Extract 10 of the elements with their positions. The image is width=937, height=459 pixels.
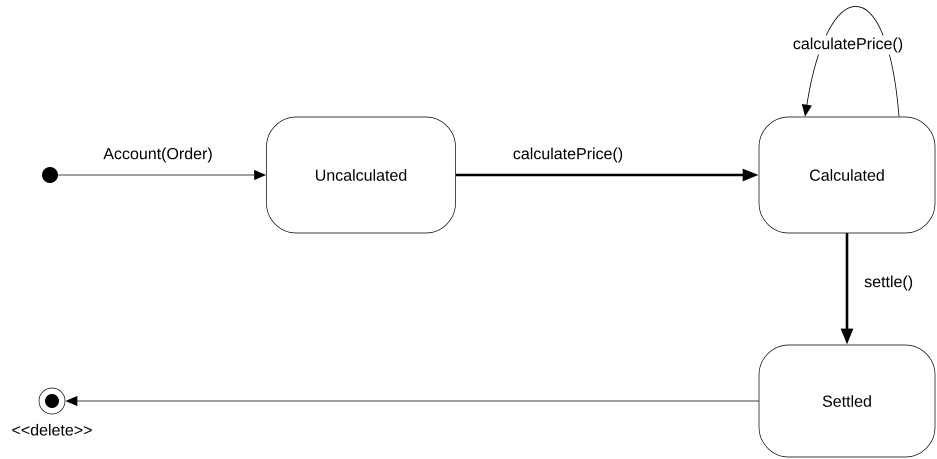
state-box: Calculated [758, 116, 936, 234]
final-state-bullseye [38, 388, 66, 414]
edge-label: calculatePrice() [794, 38, 902, 52]
state-box: Uncalculated [266, 116, 456, 234]
edge-label: settle() [864, 276, 912, 290]
edge-label: Account(Order) [103, 148, 212, 162]
stereotype-label: <<delete>> [12, 424, 92, 436]
edge-label: calculatePrice() [514, 148, 622, 162]
initial-state-dot [42, 167, 58, 183]
state-box: Settled [758, 344, 936, 458]
